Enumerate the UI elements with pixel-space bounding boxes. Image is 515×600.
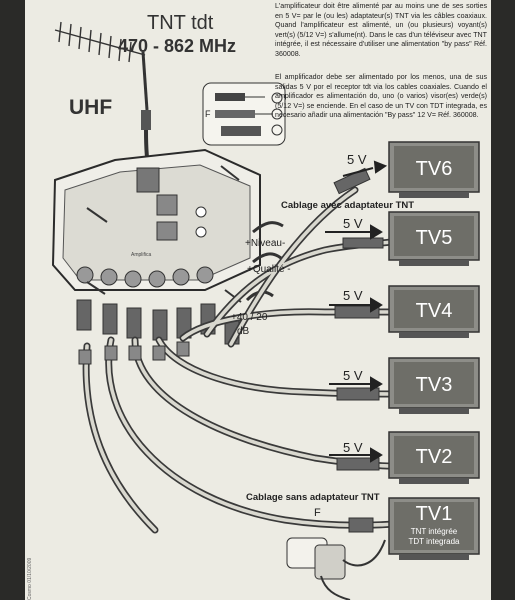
- tv-name-label: TV5: [416, 227, 453, 249]
- tv-stand: [399, 192, 469, 198]
- connector-f-label: F: [205, 109, 211, 119]
- amplifier: Amplifica: [51, 148, 284, 303]
- tv4-voltage: 5 V: [343, 288, 363, 303]
- instructions-spanish: El amplificador debe ser alimentado por …: [275, 73, 487, 120]
- tv-screen: [394, 502, 474, 550]
- tv-stand: [399, 332, 469, 338]
- gain-label: +40 / 20: [231, 312, 268, 323]
- tv-tv4: TV4: [388, 285, 480, 338]
- instructions-french: L'amplificateur doit être alimenté par a…: [275, 2, 487, 58]
- gain-unit-label: dB: [237, 326, 250, 337]
- tv-name-label: TV4: [416, 300, 453, 322]
- tv-stand: [399, 554, 469, 560]
- tv-name-label: TV6: [416, 158, 453, 180]
- tv6-voltage: 5 V: [347, 152, 367, 167]
- uhf-antenna: [54, 21, 151, 130]
- tv-stand: [399, 478, 469, 484]
- tv-tv2: TV2: [388, 431, 480, 484]
- connector-detail-inset: F: [202, 82, 286, 146]
- tv-tv6: TV6: [388, 141, 480, 198]
- tv-tv5: TV5: [388, 211, 480, 266]
- caption-without-adapter: Cablage sans adaptateur TNT: [246, 492, 380, 503]
- bypass-power-supply: [286, 537, 386, 600]
- tv-screen: [394, 146, 474, 188]
- wiring-diagram: F Amplifica: [51, 21, 480, 600]
- tv-note-french: TNT intégrée: [411, 527, 458, 536]
- tv-note-spanish: TDT integrada: [409, 537, 461, 546]
- f-plugs: [78, 341, 190, 365]
- document-code: Cosmo 01/10/2009: [27, 557, 33, 600]
- tv3-voltage: 5 V: [343, 368, 363, 383]
- tv-screen: [394, 290, 474, 328]
- tv-screen: [394, 362, 474, 404]
- tv-tv3: TV3: [388, 357, 480, 414]
- tv-screen: [394, 216, 474, 256]
- tv5-voltage: 5 V: [343, 216, 363, 231]
- frequency-heading-line2: 470 - 862 MHz: [118, 36, 237, 56]
- tv-arrows: [325, 160, 388, 463]
- tv-stand: [399, 260, 469, 266]
- adapter-plugs: [333, 167, 384, 533]
- niveau-label: +Niveau-: [245, 238, 286, 249]
- tv-stand: [399, 408, 469, 414]
- band-label: UHF: [69, 96, 113, 119]
- tv-name-label: TV2: [416, 446, 453, 468]
- instruction-sheet: F Amplifica: [25, 0, 491, 600]
- tv-screen: [394, 436, 474, 474]
- tv1-connector-f: F: [314, 507, 321, 519]
- tv-name-label: TV3: [416, 374, 453, 396]
- tv-name-label: TV1: [416, 503, 453, 525]
- amplifier-panel-label: Amplifica: [131, 252, 152, 258]
- caption-with-adapter: Cablage avec adaptateur TNT: [281, 200, 415, 211]
- tv2-voltage: 5 V: [343, 440, 363, 455]
- qualite-label: +Qualité -: [247, 264, 291, 275]
- frequency-heading-line1: TNT tdt: [147, 12, 214, 34]
